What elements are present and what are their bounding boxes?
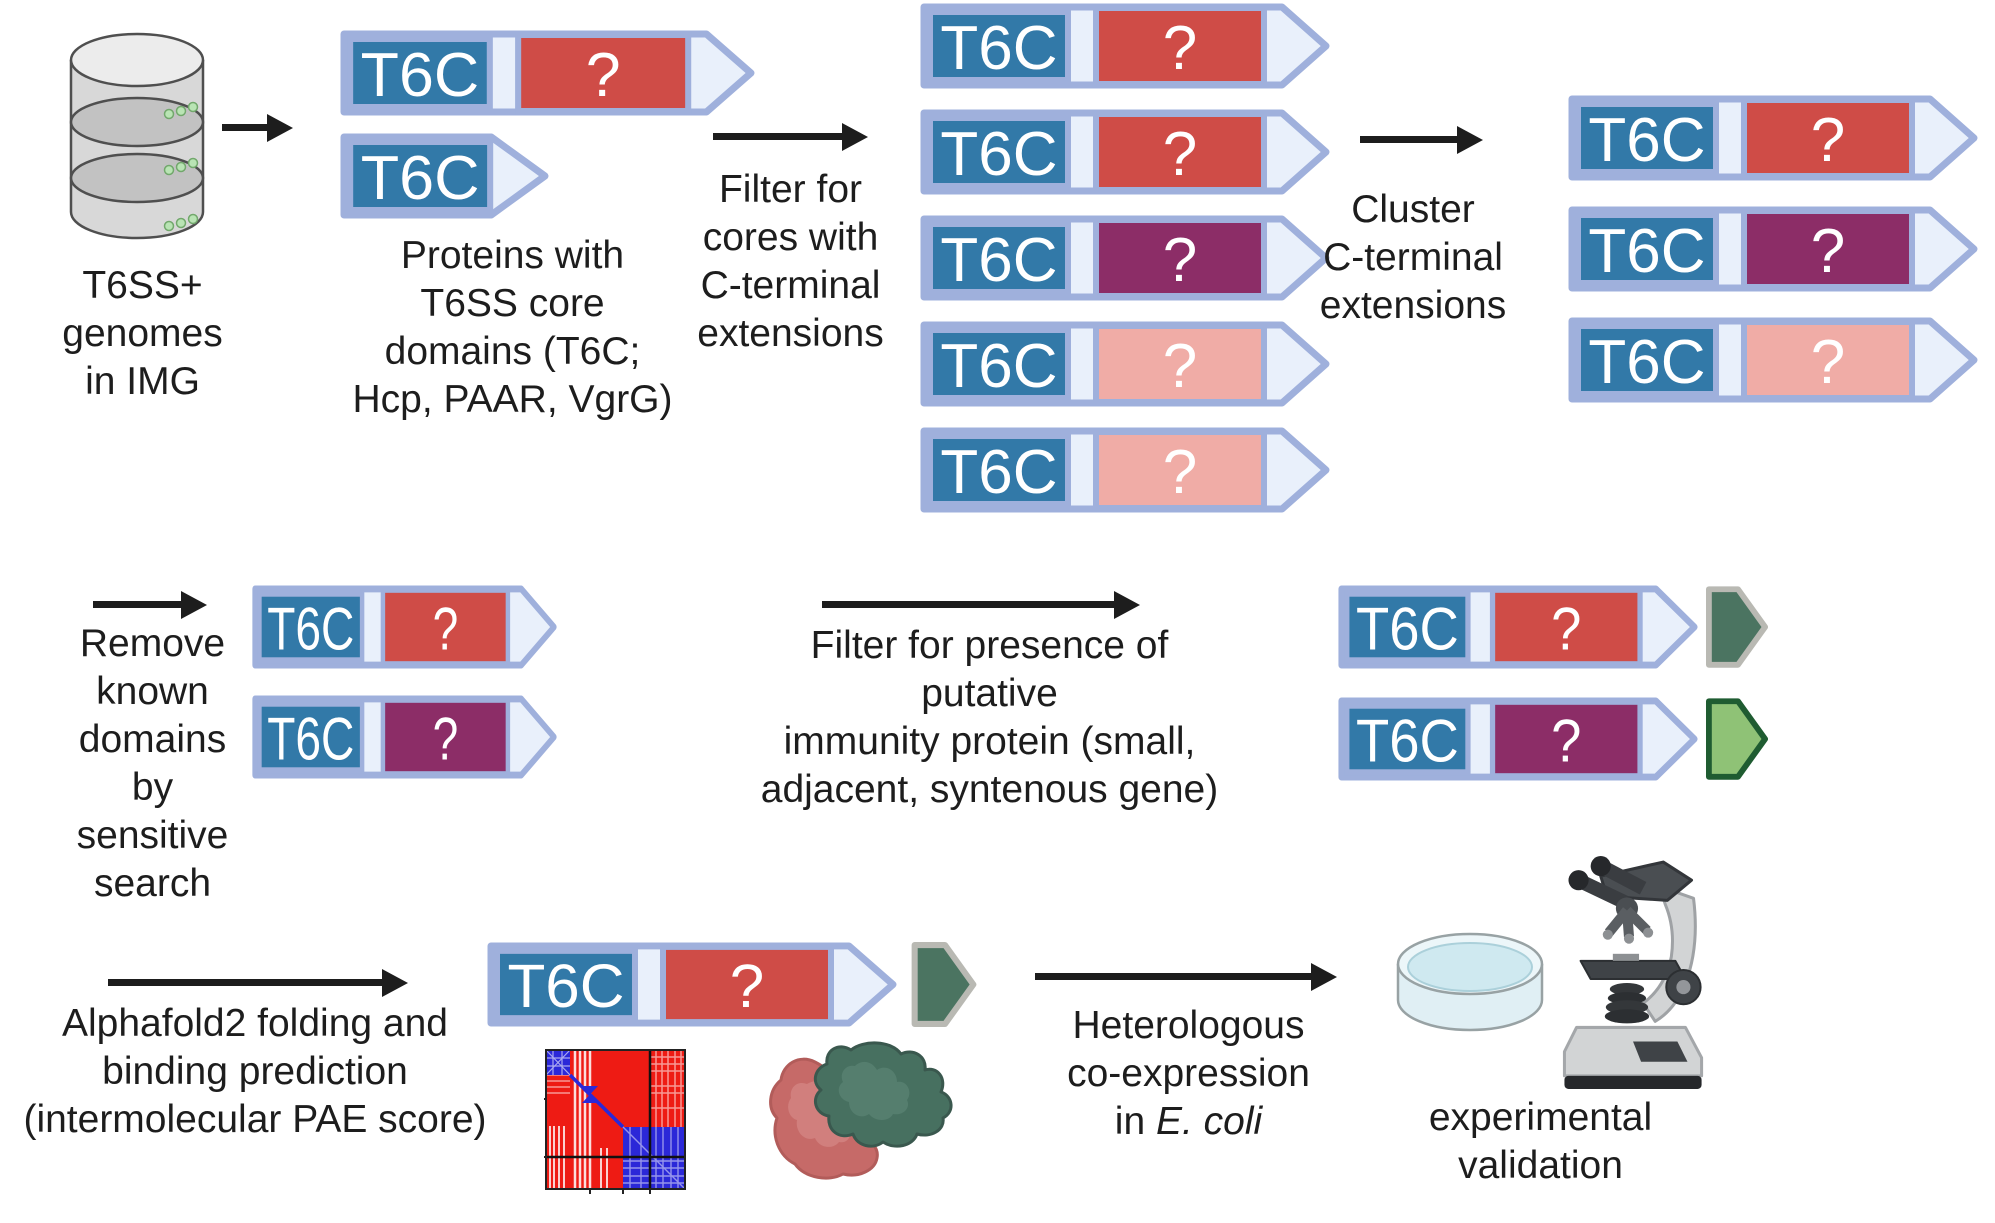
unknown-extension-label: ?	[1163, 226, 1197, 295]
unknown-extension-label: ?	[1811, 217, 1845, 286]
unknown-extension-label: ?	[433, 705, 459, 773]
ecoli-species-name: E. coli	[1156, 1100, 1263, 1143]
unknown-extension-label: ?	[1551, 596, 1581, 663]
core-domain-label: T6C	[940, 332, 1057, 401]
remove-domains-caption: Remove known domains by sensitive search	[76, 622, 229, 905]
gene-row: T6C?	[1338, 585, 1768, 669]
flow-arrow-remove-domains	[93, 590, 207, 619]
gene-arrow: T6C?	[920, 109, 1330, 195]
database-leds	[163, 101, 199, 232]
alphafold-caption: Alphafold2 folding and binding predictio…	[23, 1002, 487, 1141]
gene-arrow: T6C?	[1568, 95, 1978, 181]
coexpression-line3: in E. coli	[1114, 1100, 1263, 1143]
filter-extensions-caption: Filter for cores with C-terminal extensi…	[697, 168, 884, 355]
gene-arrow: T6C?	[1568, 206, 1978, 292]
unknown-extension-label: ?	[1551, 708, 1581, 775]
gene-arrow: T6C?	[1338, 585, 1698, 669]
gene-row: T6C	[340, 133, 755, 219]
gene-row: T6C?	[920, 215, 1330, 301]
gene-row: T6C?	[252, 695, 557, 779]
gene-arrow: T6C?	[920, 427, 1330, 513]
core-domain-label: T6C	[1588, 328, 1705, 397]
unknown-extension-label: ?	[433, 595, 459, 663]
gene-row: T6C?	[252, 585, 557, 669]
gene-cluster-core-proteins: T6C?T6C	[340, 30, 755, 219]
core-domain-label: T6C	[940, 14, 1057, 83]
core-domain-label: T6C	[1588, 106, 1705, 175]
gene-arrow: T6C?	[920, 3, 1330, 89]
microscope-icon	[1562, 856, 1704, 1089]
flow-arrow-immunity-filter	[822, 590, 1140, 619]
flow-arrow-coexpression	[1035, 962, 1337, 991]
gene-row: T6C?	[920, 3, 1330, 89]
gene-cluster-with-immunity: T6C?T6C?	[1338, 585, 1768, 781]
database-icon	[69, 32, 205, 240]
gene-pair-candidate: T6C?	[487, 942, 979, 1027]
gene-arrow: T6C?	[920, 215, 1330, 301]
core-domain-label: T6C	[507, 953, 624, 1022]
unknown-extension-label: ?	[730, 953, 764, 1022]
database-caption: T6SS+ genomes in IMG	[62, 264, 223, 403]
protein-complex-structures	[769, 1041, 953, 1180]
core-domain-label: T6C	[267, 595, 354, 663]
gene-arrow: T6C?	[1568, 317, 1978, 403]
unknown-extension-label: ?	[1163, 438, 1197, 507]
core-domain-label: T6C	[1356, 708, 1459, 775]
gene-arrow: T6C?	[487, 942, 897, 1027]
flow-arrow-db-to-proteins	[222, 113, 293, 142]
flow-arrow-cluster	[1360, 125, 1483, 154]
gene-row: T6C?	[920, 427, 1330, 513]
immunity-structure-blob	[813, 1041, 953, 1148]
cluster-caption: Cluster C-terminal extensions	[1319, 188, 1507, 327]
coexpression-line1: Heterologous	[1072, 1004, 1305, 1047]
validation-caption: experimental validation	[1428, 1096, 1653, 1187]
core-domain-label: T6C	[267, 705, 354, 773]
flow-arrow-filter-extensions	[713, 122, 868, 151]
gene-row: T6C?	[1338, 697, 1768, 781]
flow-arrow-alphafold	[108, 968, 408, 997]
petri-dish-icon	[1396, 932, 1544, 1032]
core-domain-label: T6C	[361, 41, 480, 110]
immunity-gene-arrow	[1706, 586, 1768, 668]
gene-arrow: T6C	[340, 133, 549, 219]
core-proteins-caption: Proteins with T6SS core domains (T6C; Hc…	[352, 234, 673, 421]
unknown-extension-label: ?	[1811, 106, 1845, 175]
unknown-extension-label: ?	[1163, 120, 1197, 189]
gene-arrow: T6C?	[920, 321, 1330, 407]
gene-cluster-clustered-extensions: T6C?T6C?T6C?	[1568, 95, 1978, 403]
gene-arrow: T6C?	[340, 30, 755, 116]
core-domain-label: T6C	[940, 438, 1057, 507]
core-domain-label: T6C	[361, 143, 480, 212]
core-domain-label: T6C	[940, 226, 1057, 295]
gene-row: T6C?	[920, 109, 1330, 195]
core-domain-label: T6C	[1588, 217, 1705, 286]
gene-row: T6C?	[340, 30, 755, 116]
unknown-extension-label: ?	[1811, 328, 1845, 397]
immunity-gene-arrow	[911, 942, 977, 1027]
pae-heatmap	[544, 1049, 686, 1194]
gene-cluster-with-extensions: T6C?T6C?T6C?T6C?T6C?	[920, 3, 1330, 513]
core-domain-label: T6C	[1356, 596, 1459, 663]
gene-row: T6C?	[1568, 317, 1978, 403]
gene-cluster-unknown-domains: T6C?T6C?	[252, 585, 557, 779]
immunity-filter-caption: Filter for presence of putative immunity…	[760, 624, 1219, 811]
immunity-gene-arrow	[1706, 698, 1768, 780]
gene-row: T6C?	[920, 321, 1330, 407]
unknown-extension-label: ?	[1163, 14, 1197, 83]
unknown-extension-label: ?	[1163, 332, 1197, 401]
gene-row: T6C?	[487, 942, 979, 1027]
gene-arrow: T6C?	[1338, 697, 1698, 781]
coexpression-caption: Heterologous co-expression in E. coli	[1036, 1002, 1341, 1146]
unknown-extension-label: ?	[586, 41, 621, 110]
gene-row: T6C?	[1568, 206, 1978, 292]
gene-row: T6C?	[1568, 95, 1978, 181]
gene-arrow: T6C?	[252, 695, 557, 779]
coexpression-line2: co-expression	[1067, 1052, 1310, 1095]
core-domain-label: T6C	[940, 120, 1057, 189]
gene-arrow: T6C?	[252, 585, 557, 669]
